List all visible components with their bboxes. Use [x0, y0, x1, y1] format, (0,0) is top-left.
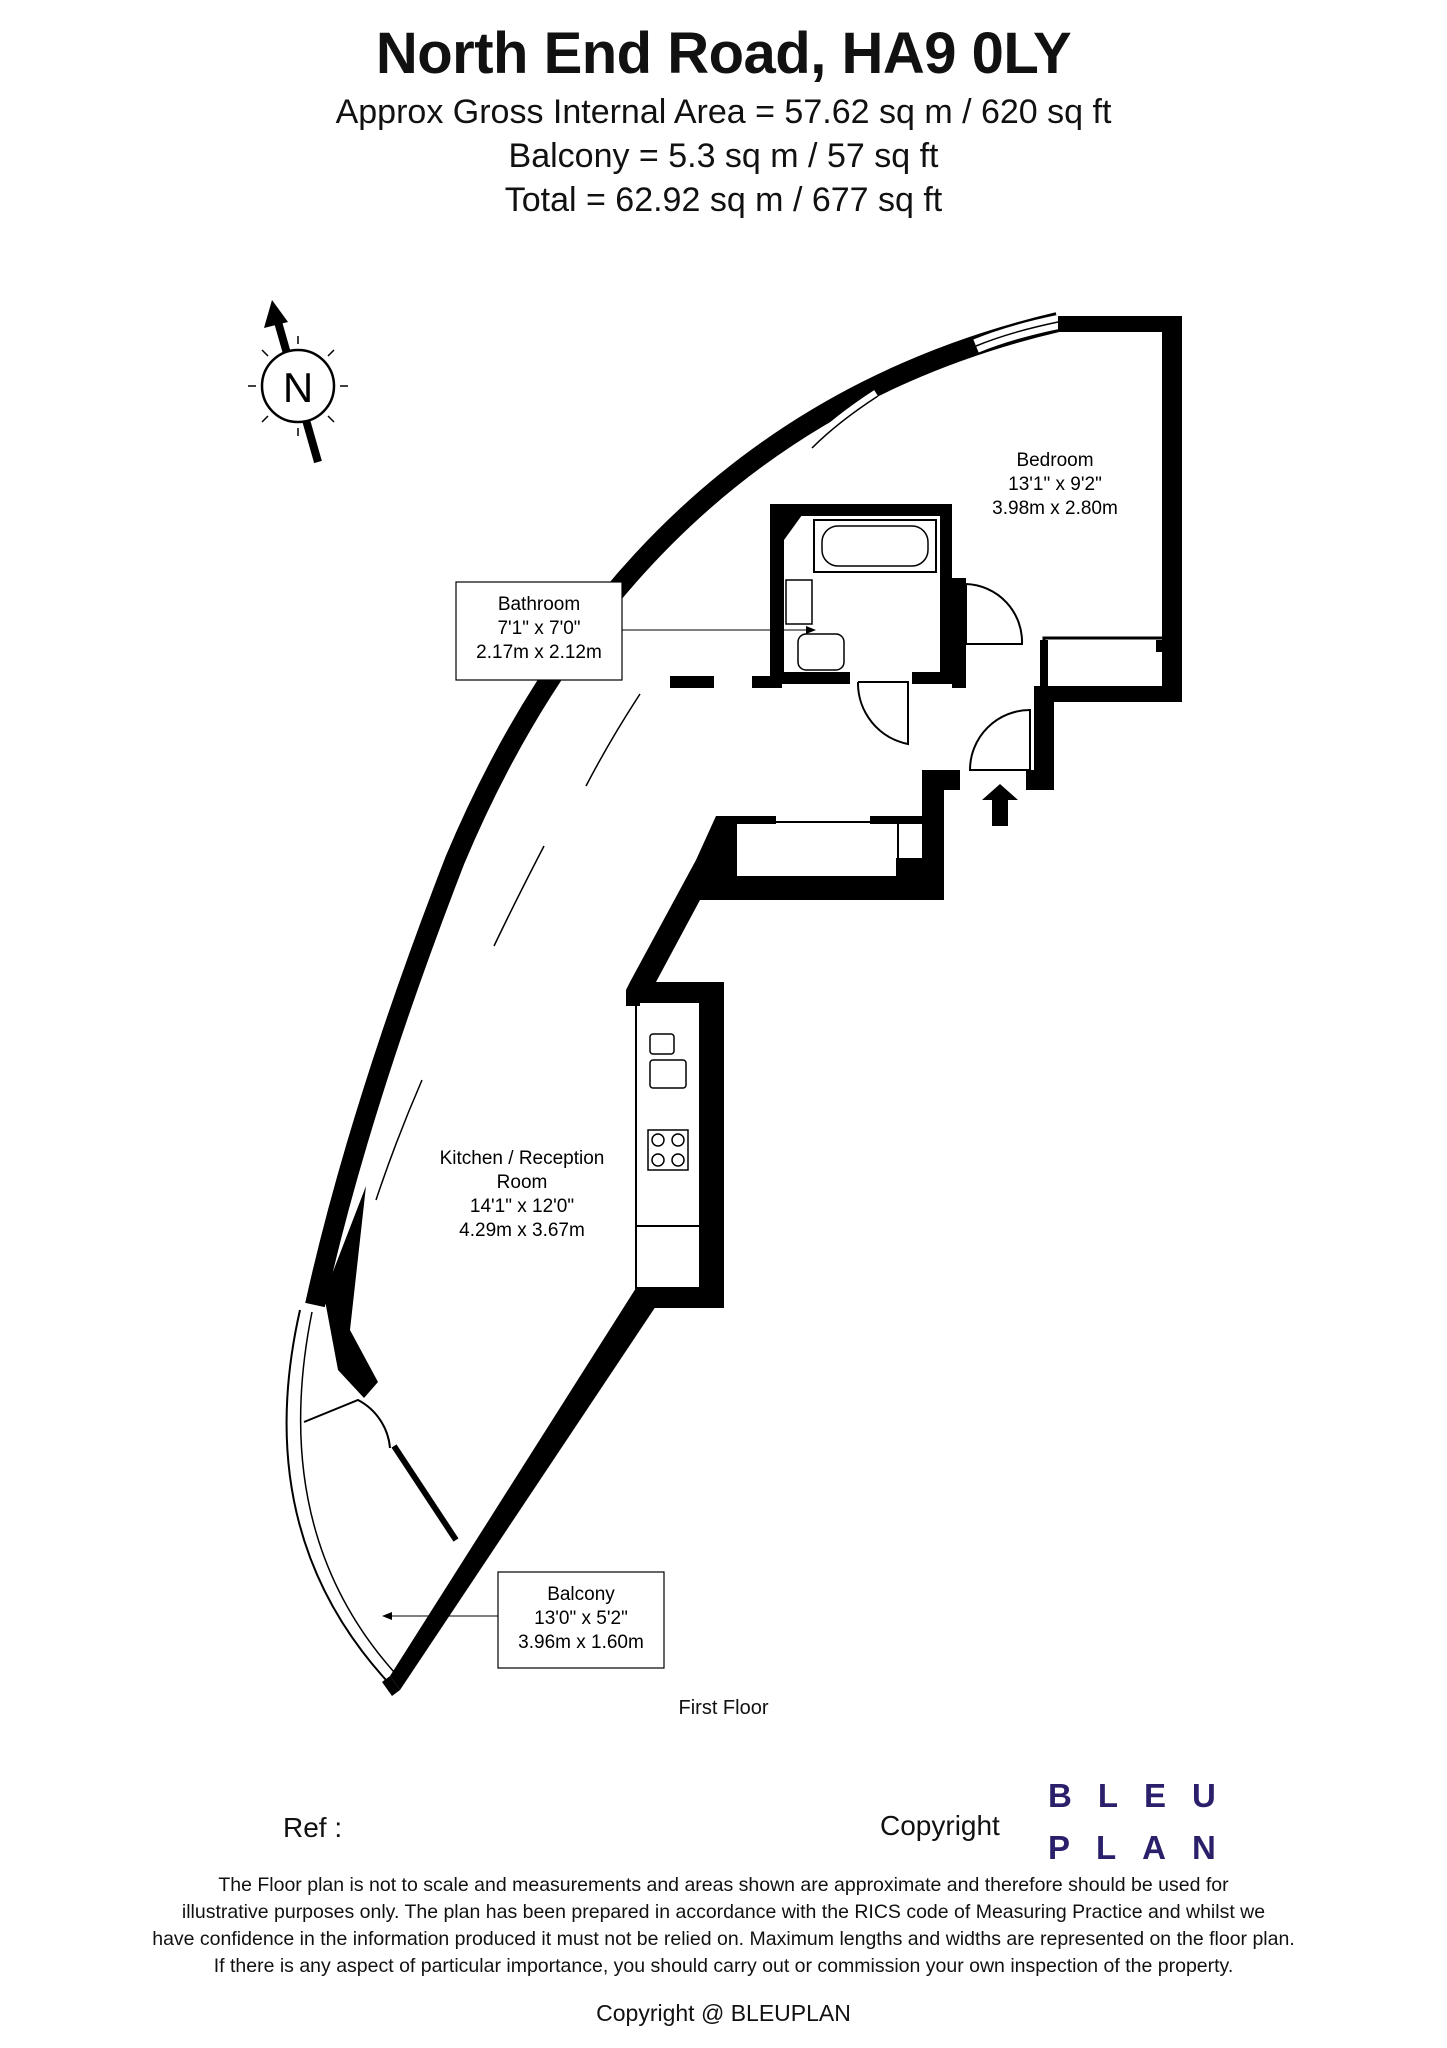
wall-balcony-corner [324, 1186, 378, 1398]
compass: N [248, 300, 348, 464]
door-bathroom [856, 681, 909, 746]
bleuplan-logo: BLEU PLAN [1048, 1770, 1242, 1874]
curved-outer-wall [305, 312, 1061, 1308]
window-bedroom-2-line [811, 395, 879, 449]
floor-label: First Floor [678, 1697, 769, 1719]
wall-bathroom-right [940, 504, 952, 684]
footer-copyright: Copyright @ BLEUPLAN [596, 2000, 851, 2026]
wall-bathroom-left [770, 504, 784, 684]
door-entrance [968, 708, 1031, 771]
wall-kitchen-diagonal-bottom [390, 1288, 660, 1690]
balcony-label-box [497, 1571, 665, 1669]
balcony-window [391, 1444, 459, 1542]
disclaimer-line: The Floor plan is not to scale and measu… [218, 1874, 1229, 1896]
compass-letter: N [283, 364, 313, 411]
wall-bathroom-top [770, 504, 950, 516]
disclaimer-line: illustrative purposes only. The plan has… [181, 1901, 1266, 1923]
wall-store-top-left [716, 816, 776, 824]
store-cupboard [735, 821, 899, 879]
bedroom-metric: 3.98m x 2.80m [992, 498, 1118, 519]
bathroom-label-box [455, 581, 623, 681]
wall-hall-upper [670, 676, 714, 688]
wall-bedroom-right [1162, 316, 1182, 702]
hob-icon [647, 1129, 689, 1171]
wall-bedroom-top [1058, 316, 1180, 332]
logo-line-2: PLAN [1048, 1829, 1242, 1866]
bedroom-name: Bedroom [1016, 450, 1093, 471]
wall-hall-step [922, 770, 960, 900]
kitchen-imperial: 14'1" x 12'0" [470, 1196, 574, 1217]
wall-store-notch [896, 858, 922, 880]
balcony-area: Balcony = 5.3 sq m / 57 sq ft [508, 137, 939, 175]
window-kitchen-2-line [493, 845, 545, 947]
wall-entrance-step [1026, 770, 1054, 790]
wall-bedroom-bottom [1048, 686, 1182, 702]
bathroom-imperial: 7'1" x 7'0" [497, 618, 580, 639]
balcony-imperial: 13'0" x 5'2" [534, 1608, 628, 1629]
logo-line-1: BLEU [1048, 1777, 1242, 1814]
balcony-curve-inner [299, 1311, 395, 1673]
balcony-metric: 3.96m x 1.60m [518, 1632, 644, 1653]
compass-arrow-icon [264, 300, 288, 328]
balcony-curve [285, 1309, 387, 1681]
kitchen-metric: 4.29m x 3.67m [459, 1220, 585, 1241]
toilet [797, 633, 845, 671]
balcony-name: Balcony [547, 1584, 615, 1605]
bedroom-imperial: 13'1" x 9'2" [1008, 474, 1102, 495]
compass-circle [260, 348, 336, 424]
wall-bathroom-bottom [770, 672, 850, 684]
disclaimer-line: have confidence in the information produ… [152, 1928, 1295, 1950]
page-title: North End Road, HA9 0LY [375, 21, 1072, 86]
window-bedroom-1-line [975, 321, 1059, 347]
balcony-window-inner [397, 1443, 461, 1539]
balcony-pointer-arrow-icon [382, 1612, 392, 1620]
wall-kitchen-right [700, 982, 724, 1308]
wardrobe-bedroom [1042, 636, 1166, 692]
window-kitchen-1-line [585, 693, 641, 787]
ref-label: Ref : [283, 1812, 343, 1843]
wall-bathroom-bottom-right [912, 672, 952, 684]
window-kitchen-3-line [375, 1079, 423, 1201]
wall-kitchen-diagonal-top [630, 816, 736, 982]
basin [785, 579, 813, 625]
bathroom-metric: 2.17m x 2.12m [476, 642, 602, 663]
copyright-label: Copyright [880, 1810, 1000, 1841]
sink-1 [649, 1033, 675, 1055]
gross-area: Approx Gross Internal Area = 57.62 sq m … [335, 93, 1112, 131]
total-area: Total = 62.92 sq m / 677 sq ft [504, 181, 943, 219]
wall-wardrobe-left [1040, 640, 1048, 690]
bathtub-inner [821, 525, 929, 567]
kitchen-worktop [635, 1001, 701, 1289]
wall-store-top-right [870, 816, 924, 824]
wall-hall-right-top [952, 578, 966, 688]
entrance-arrow-icon [982, 784, 1018, 826]
header: North End Road, HA9 0LY Approx Gross Int… [0, 18, 1447, 222]
wall-entrance-right [1034, 686, 1054, 790]
bathroom-pointer-arrow-icon [806, 626, 816, 634]
wall-hall-upper-right [752, 676, 782, 688]
wall-kitchen-left-jog [626, 982, 720, 1006]
disclaimer-line: If there is any aspect of particular imp… [213, 1955, 1234, 1977]
kitchen-name-line1: Kitchen / Reception [440, 1148, 605, 1169]
disclaimer: The Floor plan is not to scale and measu… [100, 1872, 1347, 1980]
sink-2 [649, 1059, 687, 1089]
door-balcony [303, 1398, 391, 1449]
compass-ticks [248, 336, 348, 436]
bathroom-name: Bathroom [498, 594, 580, 615]
wall-bathroom-corner [784, 504, 810, 540]
wall-balcony-bottom [382, 1676, 400, 1696]
kitchen-name-line2: Room [497, 1172, 548, 1193]
wall-bedroom-inner-right [1156, 640, 1166, 652]
door-bedroom [965, 582, 1024, 645]
